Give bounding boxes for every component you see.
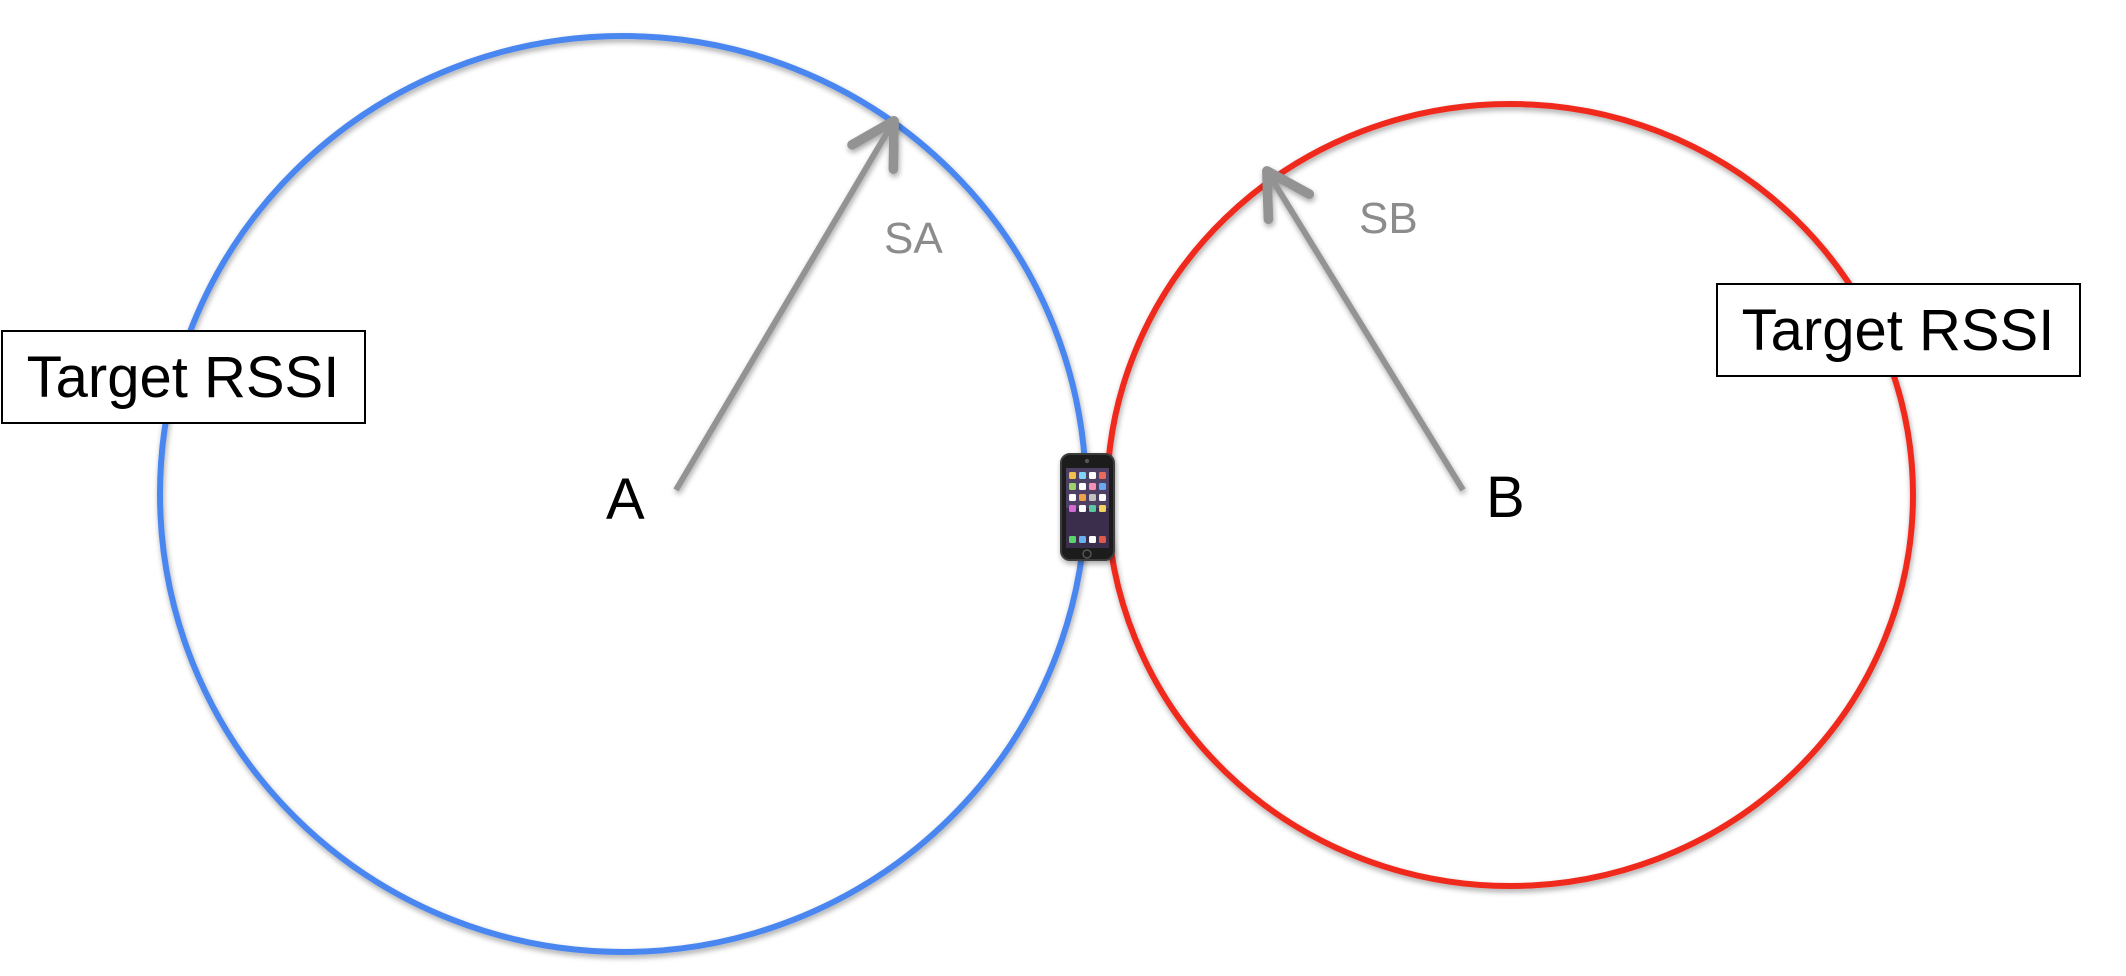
target-rssi-box-left: Target RSSI [1, 330, 366, 424]
radius-arrow-b [1262, 166, 1466, 492]
radius-arrow-a [673, 116, 899, 492]
target-rssi-label-right: Target RSSI [1742, 298, 2055, 363]
radius-label-sa: SA [884, 214, 943, 263]
node-label-a: A [606, 467, 645, 532]
smartphone-icon [1060, 453, 1115, 561]
node-label-b: B [1486, 465, 1525, 530]
target-rssi-label-left: Target RSSI [27, 345, 340, 410]
app-grid [1069, 472, 1106, 543]
target-rssi-box-right: Target RSSI [1716, 283, 2081, 377]
radius-label-sb: SB [1359, 194, 1418, 243]
